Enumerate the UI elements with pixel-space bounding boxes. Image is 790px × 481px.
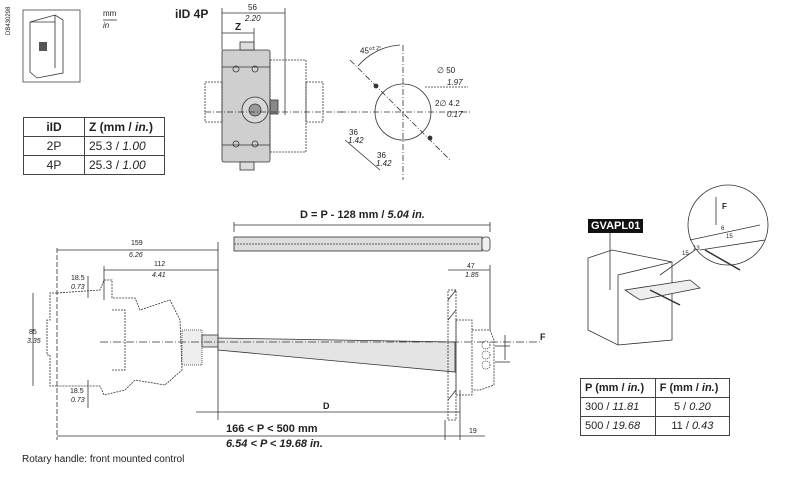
table-row: 500 / 19.68 11 / 0.43 bbox=[580, 416, 731, 436]
angle-label: 45°± 2° bbox=[360, 46, 382, 56]
side-view bbox=[32, 242, 540, 440]
dim-18-bot-in: 0.73 bbox=[71, 397, 85, 404]
dim-112-mm: 112 bbox=[154, 261, 166, 268]
dim-18-top-mm: 18.5 bbox=[71, 275, 85, 282]
cell-model: 2P bbox=[23, 136, 85, 156]
dim-dia-in: 1.97 bbox=[447, 78, 463, 87]
cell-model: 4P bbox=[23, 155, 85, 175]
dim-z: Z bbox=[235, 22, 242, 33]
dim-112-in: 4.41 bbox=[152, 272, 166, 279]
accessory-label: GVAPL01 bbox=[588, 219, 644, 233]
p-range-in: 6.54 < P < 19.68 in. bbox=[226, 438, 323, 450]
scale-mark: 15 bbox=[726, 234, 733, 240]
unit-in: in bbox=[103, 21, 110, 30]
dim-159-in: 6.26 bbox=[129, 252, 143, 259]
dim-36h-mm: 36 bbox=[349, 128, 358, 137]
dim-d: D bbox=[323, 401, 330, 411]
scale-mark: 15 bbox=[682, 251, 689, 257]
cell-p: 500 / 19.68 bbox=[580, 416, 656, 436]
cell-z: 25.3 / 1.00 bbox=[84, 136, 165, 156]
dim-19: 19 bbox=[469, 428, 477, 435]
dim-85-mm: 85 bbox=[29, 329, 37, 336]
dim-36v-in: 1.42 bbox=[376, 159, 392, 168]
dim-159-mm: 159 bbox=[131, 240, 143, 247]
dim-dia-mm: ∅ 50 bbox=[437, 66, 456, 75]
cell-z: 25.3 / 1.00 bbox=[84, 155, 165, 175]
p-f-table: P (mm / in.) F (mm / in.) 300 / 11.81 5 … bbox=[580, 378, 731, 436]
zoom-f-label: F bbox=[722, 202, 727, 211]
p-range-mm: 166 < P < 500 mm bbox=[226, 423, 318, 435]
dim-18-bot-mm: 18.5 bbox=[70, 388, 84, 395]
dim-47-in: 1.85 bbox=[465, 272, 479, 279]
column-header: F (mm / in.) bbox=[654, 378, 731, 398]
shaft-length-formula: D = P - 128 mm / 5.04 in. bbox=[300, 209, 425, 221]
dim-holes-mm: 2∅ 4.2 bbox=[435, 99, 460, 108]
table-header: P (mm / in.) F (mm / in.) bbox=[580, 378, 731, 398]
dim-47-mm: 47 bbox=[467, 263, 475, 270]
dim-85-in: 3.35 bbox=[27, 338, 41, 345]
dim-36h-in: 1.42 bbox=[348, 136, 364, 145]
table-row: 4P 25.3 / 1.00 bbox=[23, 155, 165, 175]
dim-f: F bbox=[540, 332, 546, 342]
front-view-title: iID 4P bbox=[175, 7, 209, 21]
table-header: iID Z (mm / in.) bbox=[23, 117, 165, 137]
z-dimension-table: iID Z (mm / in.) 2P 25.3 / 1.00 4P 25.3 … bbox=[23, 117, 165, 175]
dim-36v-mm: 36 bbox=[377, 151, 386, 160]
table-row: 2P 25.3 / 1.00 bbox=[23, 136, 165, 156]
column-header: iID bbox=[23, 117, 85, 137]
cell-p: 300 / 11.81 bbox=[580, 397, 656, 417]
table-row: 300 / 11.81 5 / 0.20 bbox=[580, 397, 731, 417]
dim-56-mm: 56 bbox=[248, 3, 257, 12]
scale-mark: 13 bbox=[693, 246, 700, 252]
dim-18-top-in: 0.73 bbox=[71, 284, 85, 291]
dim-holes-in: 0.17 bbox=[447, 110, 463, 119]
column-header: Z (mm / in.) bbox=[84, 117, 165, 137]
reference-code: DB430298 bbox=[6, 6, 12, 35]
cell-f: 11 / 0.43 bbox=[654, 416, 731, 436]
unit-mm: mm bbox=[103, 9, 117, 18]
drilling-template bbox=[340, 44, 470, 180]
switch-front-view bbox=[204, 8, 345, 171]
gvapl01-illustration bbox=[587, 184, 769, 346]
dim-56-in: 2.20 bbox=[245, 14, 261, 23]
column-header: P (mm / in.) bbox=[580, 378, 656, 398]
enclosure-icon bbox=[22, 9, 81, 83]
caption: Rotary handle: front mounted control bbox=[22, 454, 185, 465]
scale-mark: 6 bbox=[721, 226, 725, 232]
cell-f: 5 / 0.20 bbox=[654, 397, 731, 417]
extension-shaft bbox=[233, 222, 491, 252]
